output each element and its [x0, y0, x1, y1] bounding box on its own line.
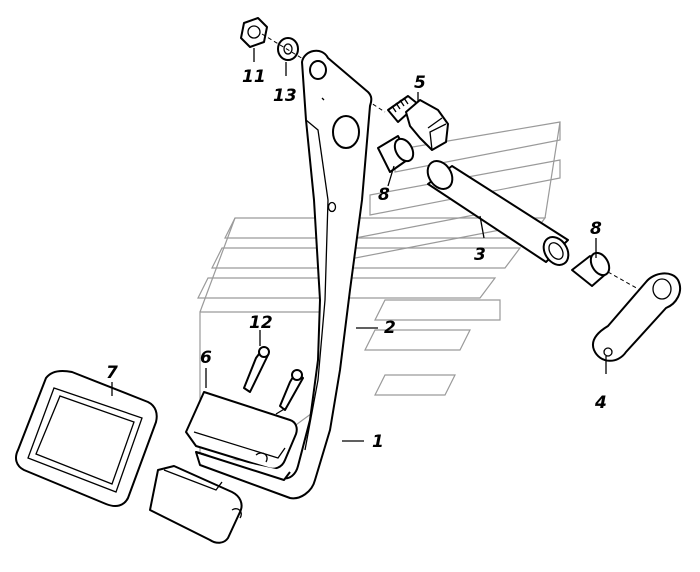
callout-8-lower: 8 — [590, 219, 602, 239]
nut-part — [240, 17, 268, 48]
shaft-tube-part — [426, 160, 570, 266]
callout-8-upper: 8 — [378, 185, 390, 205]
callout-3: 3 — [474, 245, 486, 265]
lever-axis-line — [607, 271, 641, 291]
callout-leaders — [111, 48, 607, 442]
bushing-lower-part — [571, 251, 611, 287]
callout-5: 5 — [414, 73, 426, 93]
callout-labels: 1 2 3 4 5 6 7 8 8 11 13 12 — [106, 67, 607, 452]
pin-parts — [243, 346, 304, 415]
assembly-axis-line — [261, 33, 319, 69]
pedal-plate-part — [185, 391, 298, 481]
callout-4: 4 — [594, 393, 607, 413]
bushing-upper-part — [377, 135, 415, 173]
callout-1: 1 — [372, 432, 384, 452]
lever-plate-part — [592, 272, 682, 362]
callout-6: 6 — [200, 348, 212, 368]
bolt-part — [387, 95, 449, 151]
rubber-pad-part — [15, 369, 158, 507]
pedal-arm-part — [195, 49, 373, 500]
callout-11: 11 — [242, 67, 266, 87]
washer-part — [277, 37, 299, 61]
callout-12: 12 — [249, 313, 273, 333]
callout-2: 2 — [384, 318, 396, 338]
callout-13: 13 — [273, 86, 297, 106]
callout-7: 7 — [106, 363, 118, 383]
lower-bracket-part — [149, 465, 243, 544]
